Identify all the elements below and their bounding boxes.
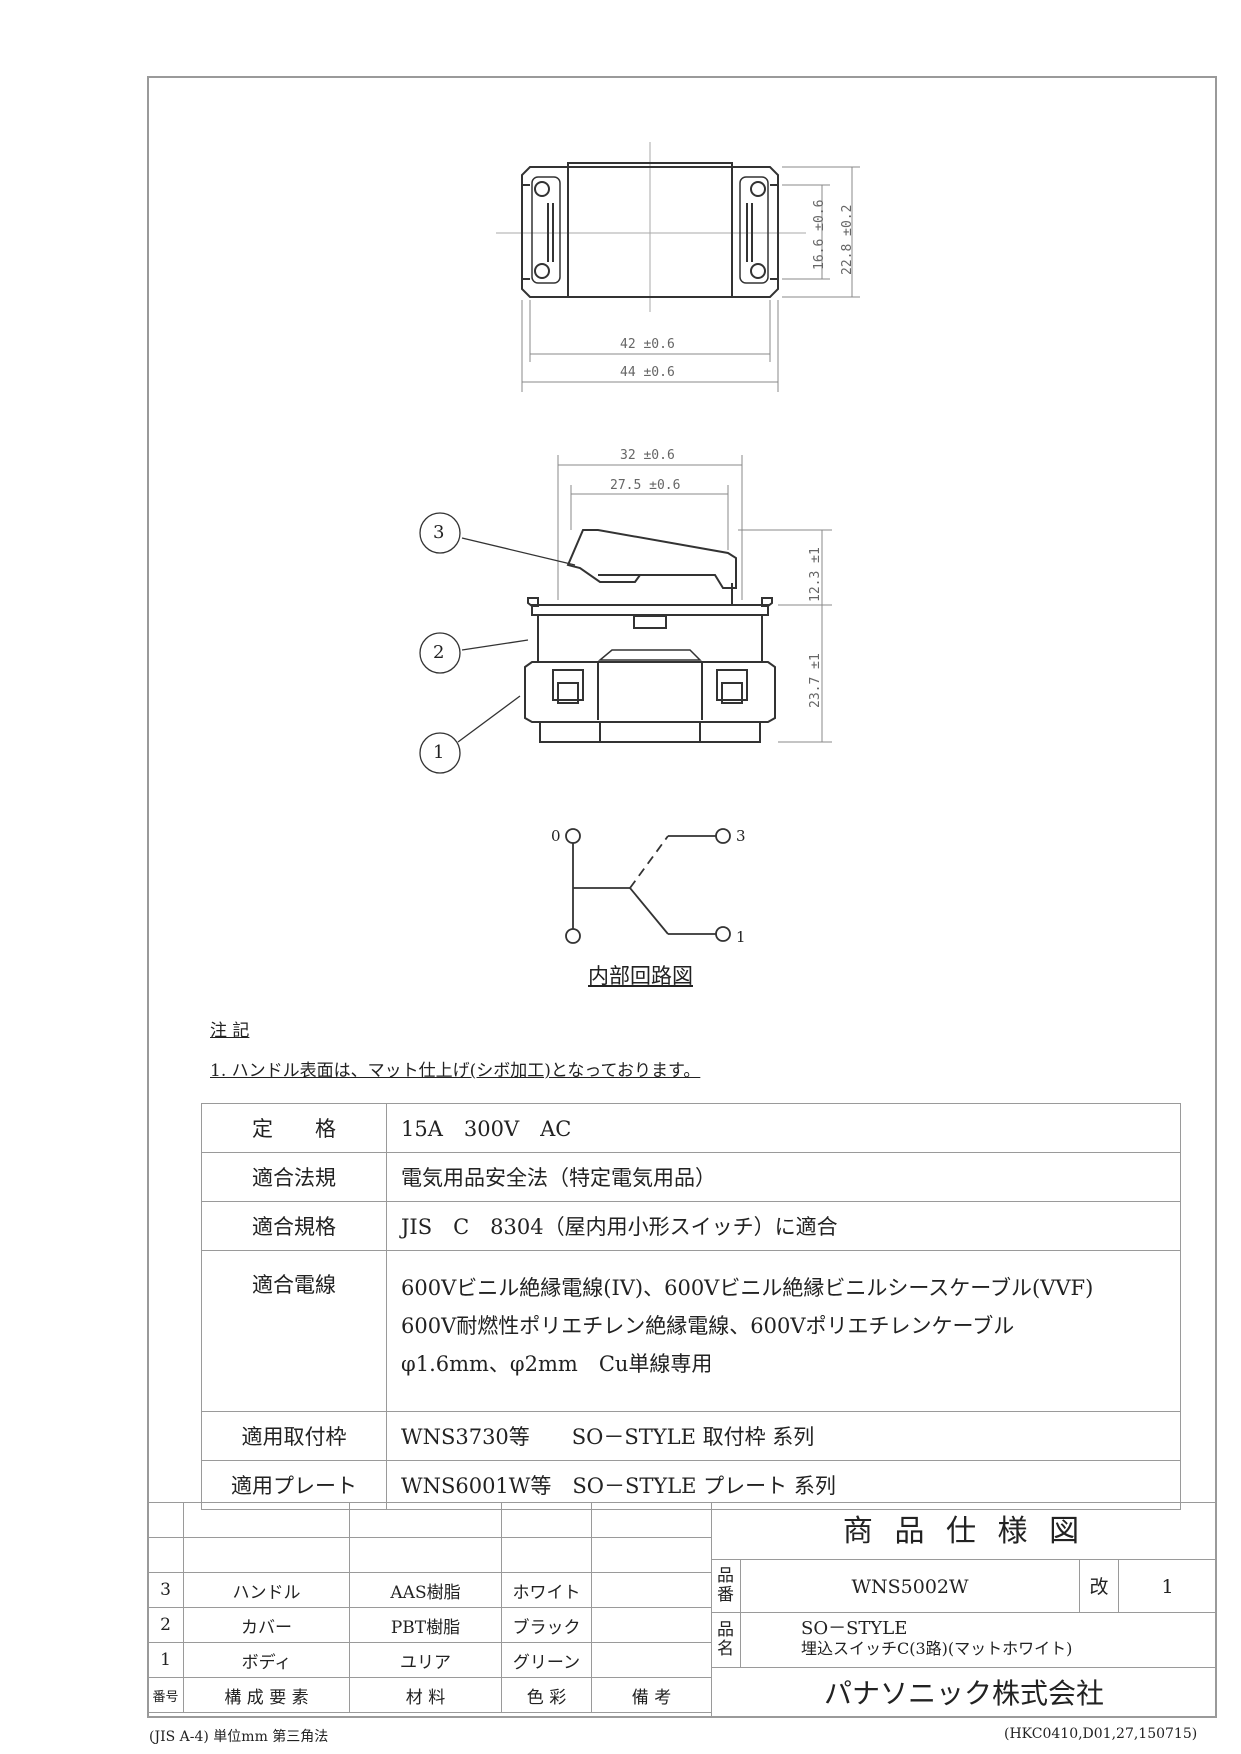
bom-material: PBT樹脂 <box>349 1607 502 1643</box>
bom-header: 構 成 要 素 <box>183 1677 350 1713</box>
footer-left: (JIS A-4) 単位mm 第三角法 <box>149 1729 329 1745</box>
spec-label: 適合法規 <box>201 1152 387 1202</box>
rev-label-cell: 改 <box>1079 1559 1119 1613</box>
bom-header-row: 番号 構 成 要 素 材 料 色 彩 備 考 <box>147 1677 712 1713</box>
dim-top-inner-height: 16.6 ±0.6 <box>812 199 827 270</box>
bom-part: ハンドル <box>183 1572 350 1608</box>
name-line-2: 埋込スイッチC(3路)(マットホワイト) <box>801 1639 1073 1658</box>
bom-row: 2 カバー PBT樹脂 ブラック <box>147 1607 712 1643</box>
callout-1: 1 <box>433 742 445 763</box>
bom-header: 番号 <box>147 1677 184 1713</box>
bom-no: 1 <box>147 1642 184 1678</box>
dim-top-outer-width: 44 ±0.6 <box>620 365 675 380</box>
bom-blank-row <box>147 1537 712 1573</box>
part-no-label: 品番 <box>717 1566 734 1605</box>
bom-part: カバー <box>183 1607 350 1643</box>
spec-label: 定 格 <box>201 1103 387 1153</box>
bom-color: グリーン <box>501 1642 592 1678</box>
rev-label: 改 <box>1089 1576 1109 1598</box>
bom-color: ブラック <box>501 1607 592 1643</box>
company-name: パナソニック株式会社 <box>823 1677 1104 1710</box>
bom-material: ユリア <box>349 1642 502 1678</box>
name-label: 品名 <box>717 1620 734 1659</box>
spec-row: 定 格 15A 300V AC <box>201 1103 1181 1153</box>
spec-value: WNS6001W等 SO－STYLE プレート 系列 <box>386 1460 1181 1510</box>
bom-header: 材 料 <box>349 1677 502 1713</box>
spec-row: 適合規格 JIS C 8304（屋内用小形スイッチ）に適合 <box>201 1201 1181 1251</box>
name-label-cell: 品名 <box>711 1612 741 1668</box>
dim-top-outer-height: 22.8 ±0.2 <box>840 204 855 275</box>
company-cell: パナソニック株式会社 <box>711 1667 1217 1718</box>
top-view <box>496 142 806 312</box>
callout-3: 3 <box>433 522 445 543</box>
circuit-caption: 内部回路図 <box>588 964 693 988</box>
circuit-terminal-1: 1 <box>736 928 746 946</box>
rev-cell: 1 <box>1118 1559 1217 1613</box>
spec-row: 適合法規 電気用品安全法（特定電気用品） <box>201 1152 1181 1202</box>
wire-line-2: 600V耐燃性ポリエチレン絶縁電線、600Vポリエチレンケーブル <box>401 1314 1015 1338</box>
bom-remark <box>591 1607 712 1643</box>
top-view-dimensions <box>521 166 860 392</box>
bom-color: ホワイト <box>501 1572 592 1608</box>
side-view-dimensions <box>557 455 832 743</box>
part-no-label-cell: 品番 <box>711 1559 741 1613</box>
part-callouts <box>419 512 576 774</box>
callout-2: 2 <box>433 642 445 663</box>
title-block: 商 品 仕 様 図 品番 WNS5002W 改 1 品名 SO－STYLE 埋込… <box>711 1502 1217 1718</box>
spec-table: 定 格 15A 300V AC 適合法規 電気用品安全法（特定電気用品） 適合規… <box>201 1103 1181 1510</box>
internal-circuit <box>565 828 731 944</box>
footer-right: (HKC0410,D01,27,150715) <box>1004 1726 1198 1742</box>
bom-row: 3 ハンドル AAS樹脂 ホワイト <box>147 1572 712 1608</box>
name-cell: SO－STYLE 埋込スイッチC(3路)(マットホワイト) <box>740 1612 1217 1668</box>
bom-blank-row <box>147 1502 712 1538</box>
wire-line-3: φ1.6mm、φ2mm Cu単線専用 <box>401 1352 713 1376</box>
spec-label: 適用プレート <box>201 1460 387 1510</box>
spec-value: 15A 300V AC <box>386 1103 1181 1153</box>
bom-table: 3 ハンドル AAS樹脂 ホワイト 2 カバー PBT樹脂 ブラック 1 ボディ… <box>147 1502 712 1713</box>
bom-row: 1 ボディ ユリア グリーン <box>147 1642 712 1678</box>
dim-top-inner-width: 42 ±0.6 <box>620 337 675 352</box>
part-no-cell: WNS5002W <box>740 1559 1080 1613</box>
spec-label: 適用取付枠 <box>201 1411 387 1461</box>
name-line-1: SO－STYLE <box>801 1618 908 1639</box>
bom-header: 色 彩 <box>501 1677 592 1713</box>
dim-side-outer-width: 32 ±0.6 <box>620 448 675 463</box>
bom-header: 備 考 <box>591 1677 712 1713</box>
spec-label: 適合規格 <box>201 1201 387 1251</box>
bom-no: 2 <box>147 1607 184 1643</box>
spec-value: WNS3730等 SO－STYLE 取付枠 系列 <box>386 1411 1181 1461</box>
spec-value: 電気用品安全法（特定電気用品） <box>386 1152 1181 1202</box>
spec-value: JIS C 8304（屋内用小形スイッチ）に適合 <box>386 1201 1181 1251</box>
dim-side-inner-width: 27.5 ±0.6 <box>610 478 681 493</box>
spec-label: 適合電線 <box>201 1250 387 1412</box>
drawing-frame <box>147 76 1217 1718</box>
bom-no: 3 <box>147 1572 184 1608</box>
wire-line-1: 600Vビニル絶縁電線(IV)、600Vビニル絶縁ビニルシースケーブル(VVF) <box>401 1276 1094 1300</box>
spec-row: 適用プレート WNS6001W等 SO－STYLE プレート 系列 <box>201 1460 1181 1510</box>
bom-material: AAS樹脂 <box>349 1572 502 1608</box>
bom-part: ボディ <box>183 1642 350 1678</box>
spec-row: 適合電線 600Vビニル絶縁電線(IV)、600Vビニル絶縁ビニルシースケーブル… <box>201 1250 1181 1412</box>
rev: 1 <box>1161 1576 1174 1598</box>
drawing-title: 商 品 仕 様 図 <box>842 1514 1086 1549</box>
dim-side-body-height: 23.7 ±1 <box>808 653 823 708</box>
spec-row: 適用取付枠 WNS3730等 SO－STYLE 取付枠 系列 <box>201 1411 1181 1461</box>
bom-remark <box>591 1642 712 1678</box>
circuit-terminal-0: 0 <box>551 827 561 845</box>
dim-side-handle-height: 12.3 ±1 <box>808 547 823 602</box>
notes-item-1: 1. ハンドル表面は、マット仕上げ(シボ加工)となっております。 <box>210 1061 701 1081</box>
notes-heading: 注 記 <box>210 1021 250 1041</box>
spec-value: 600Vビニル絶縁電線(IV)、600Vビニル絶縁ビニルシースケーブル(VVF)… <box>386 1250 1181 1412</box>
side-view <box>524 529 776 743</box>
part-no: WNS5002W <box>851 1576 969 1598</box>
bom-remark <box>591 1572 712 1608</box>
title-cell: 商 品 仕 様 図 <box>711 1502 1217 1560</box>
circuit-terminal-3: 3 <box>736 827 746 845</box>
